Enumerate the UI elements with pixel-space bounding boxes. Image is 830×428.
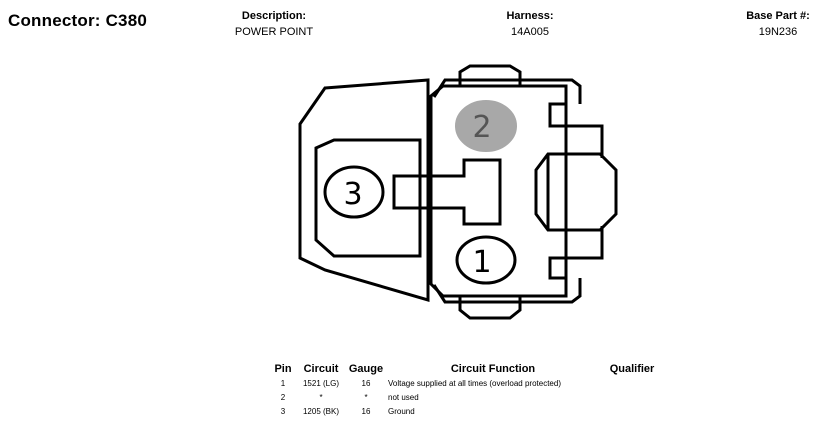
- pin-1-marker: [455, 235, 517, 285]
- row-pin: 1: [280, 378, 286, 388]
- row-function: not used: [388, 392, 419, 402]
- table-row: 2 * * not used: [270, 390, 664, 404]
- connector-outer-housing: [298, 78, 430, 302]
- row-pin: 2: [280, 392, 286, 402]
- connector-top-rim: [432, 78, 582, 104]
- pin-2-label: 2: [472, 110, 491, 145]
- header-gauge: Gauge: [348, 362, 384, 375]
- table-row: 3 1205 (BK) 16 Ground: [270, 404, 664, 418]
- pin-2-marker: [455, 100, 517, 152]
- connector-inner-tray: [314, 138, 422, 258]
- pinout-header-row: Pin Circuit Gauge Circuit Function Quali…: [270, 361, 664, 376]
- connector-main-body: [429, 84, 568, 298]
- connector-right-step-top: [548, 102, 604, 158]
- row-gauge: *: [364, 392, 368, 402]
- connector-bottom-rim: [432, 278, 582, 304]
- base-part-value: 19N236: [758, 26, 798, 38]
- connector-right-step-bottom: [548, 226, 604, 280]
- pin-markers: 2 3 1: [323, 100, 517, 285]
- base-part-block: Base Part #: 19N236: [718, 8, 830, 40]
- harness-label: Harness:: [506, 10, 554, 22]
- row-function: Ground: [388, 406, 415, 416]
- pinout-table: Pin Circuit Gauge Circuit Function Quali…: [270, 361, 664, 418]
- row-circuit: *: [319, 392, 323, 402]
- row-gauge: 16: [361, 406, 371, 416]
- row-qualifier: [600, 390, 664, 404]
- pin-3-label: 3: [343, 177, 362, 212]
- table-row: 1 1521 (LG) 16 Voltage supplied at all t…: [270, 376, 664, 390]
- description-label: Description:: [241, 10, 307, 22]
- connector-bottom-latch: [458, 296, 522, 320]
- pin-3-marker: [323, 165, 385, 219]
- row-circuit: 1205 (BK): [302, 406, 340, 416]
- description-block: Description: POWER POINT: [214, 8, 334, 40]
- base-part-label: Base Part #:: [746, 10, 810, 22]
- harness-block: Harness: 14A005: [470, 8, 590, 40]
- harness-value: 14A005: [511, 26, 549, 38]
- connector-t-key: [392, 158, 502, 226]
- row-qualifier: [600, 376, 664, 390]
- row-function: Voltage supplied at all times (overload …: [388, 378, 561, 388]
- connector-top-latch: [458, 64, 522, 86]
- description-value: POWER POINT: [234, 26, 314, 38]
- connector-title: Connector: C380: [8, 11, 148, 30]
- row-pin: 3: [280, 406, 286, 416]
- header-qualifier: Qualifier: [609, 362, 655, 375]
- row-qualifier: [600, 404, 664, 418]
- row-circuit: 1521 (LG): [302, 378, 340, 388]
- row-gauge: 16: [361, 378, 371, 388]
- connector-hex-lock: [534, 152, 618, 232]
- pin-1-label: 1: [472, 245, 491, 280]
- header-circuit-function: Circuit Function: [450, 362, 536, 375]
- header-circuit: Circuit: [303, 362, 339, 375]
- header-pin: Pin: [274, 362, 292, 375]
